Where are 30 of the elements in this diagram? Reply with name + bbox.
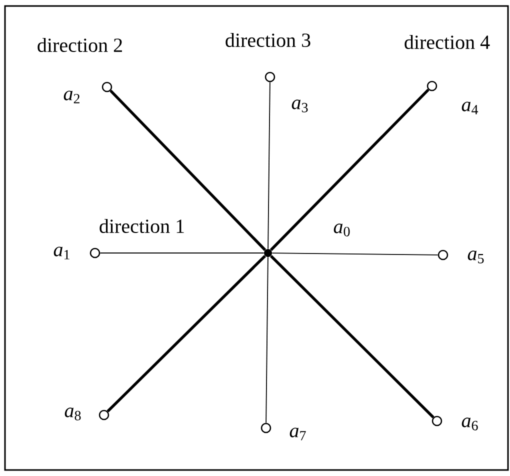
line bbox=[266, 256, 268, 424]
point-label: a$_{4}$ bbox=[462, 102, 478, 114]
end-circle bbox=[98, 410, 110, 420]
point-label: a$_{2}$ bbox=[64, 90, 80, 104]
line bbox=[100, 252, 264, 254]
direction-label: direction 2 bbox=[38, 38, 122, 52]
line bbox=[270, 88, 430, 251]
point-label: a$_{1}$ bbox=[54, 246, 70, 260]
line bbox=[268, 82, 270, 250]
direction-label: direction 3 bbox=[226, 32, 310, 48]
point-label: a$_{5}$ bbox=[468, 250, 484, 264]
line bbox=[272, 252, 438, 256]
line bbox=[270, 254, 434, 418]
end-circle bbox=[426, 80, 438, 92]
point-label: a$_{6}$ bbox=[462, 418, 478, 430]
end-circle bbox=[264, 72, 276, 82]
line bbox=[106, 254, 266, 412]
point-label: a$_{8}$ bbox=[64, 408, 81, 420]
direction-label: direction 1 bbox=[100, 218, 184, 234]
line bbox=[110, 90, 266, 251]
end-circle bbox=[438, 250, 448, 260]
end-circle bbox=[90, 248, 100, 258]
end-circle bbox=[102, 82, 112, 92]
point-label: a$_{7}$ bbox=[290, 428, 306, 440]
point-label: a$_{3}$ bbox=[292, 100, 308, 112]
end-circle bbox=[432, 416, 442, 426]
direction-label: direction 4 bbox=[404, 34, 490, 50]
point-label: a$_{0}$ bbox=[334, 224, 350, 236]
center-point bbox=[264, 249, 272, 257]
end-circle bbox=[260, 422, 272, 434]
